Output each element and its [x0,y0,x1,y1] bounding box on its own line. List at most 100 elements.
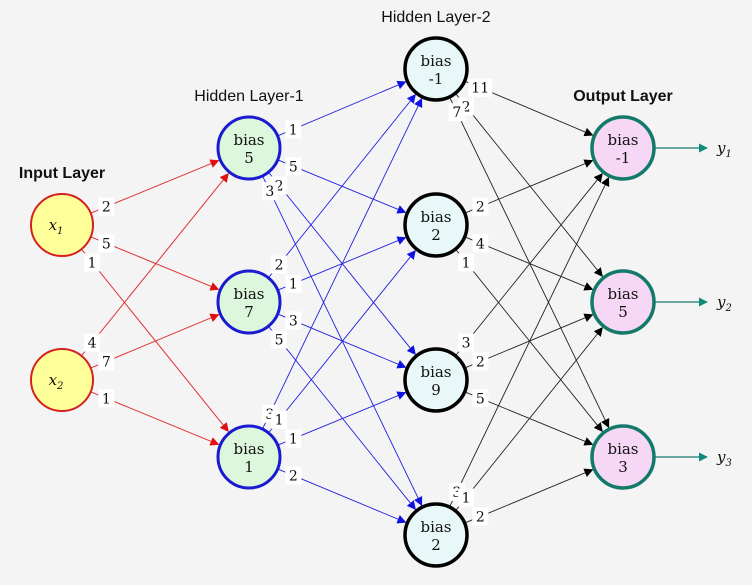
weight-value: 1 [275,413,284,429]
edge-hidden2-1-to-output-2 [455,248,603,433]
neuron-circle [30,193,94,257]
weight-value: 1 [462,255,471,271]
weight-label-bg [271,410,288,429]
weight-value: 2 [289,468,298,484]
weight-value: 3 [462,336,471,352]
weight-value: 4 [88,336,97,352]
weight-value: 3 [265,407,274,423]
weight-label-bg [472,507,489,526]
input-variable: x1 [49,216,64,237]
input-variable-name: x [49,216,58,234]
weight-label: 2 [472,197,489,216]
weight-label: 7 [98,352,115,371]
bias-label: bias [607,131,638,149]
weight-label-bg [98,352,115,371]
neuron-circle [403,36,469,102]
neuron-circle [590,424,656,490]
neuron-circle [403,192,469,258]
bias-label: bias [420,363,451,381]
output-variable-o3: y3 [716,448,732,469]
output-variable-name: y [716,139,726,157]
output-variable-subscript: 2 [724,303,731,314]
weight-value: 2 [462,99,471,115]
weight-label-bg [458,253,475,272]
weight-label-bg [285,157,302,176]
weight-label: 1 [84,253,101,272]
neurons: x1x2bias5bias7bias1bias-1bias2bias9bias2… [30,36,656,568]
weight-value: 1 [88,255,97,271]
weight-label-bg [472,197,489,216]
input-layer-title: Input Layer [19,165,105,182]
edge-hidden2-2-to-output-0 [455,172,603,357]
weight-label-bg [271,255,288,274]
weight-value: 1 [102,391,111,407]
weight-label-bg [98,234,115,253]
weight-label-bg [98,389,115,408]
weight-label-bg [448,103,465,122]
output-variable-name: y [716,448,726,466]
weight-value: 2 [275,178,284,194]
weight-label-bg [458,333,475,352]
weight-value: 2 [275,258,284,274]
output-variable-subscript: 1 [725,149,731,160]
weight-value: 2 [102,200,111,216]
neuron-circle [216,115,282,181]
weight-value: 5 [102,236,111,252]
weight-value: 3 [265,184,274,200]
bias-label: bias [233,440,264,458]
weight-label: 1 [458,488,475,507]
edge-input-0-to-hidden1-2 [81,248,229,433]
weight-label: 7 [448,103,465,122]
weight-label-bg [285,429,302,448]
weight-label: 2 [472,352,489,371]
weight-label: 1 [458,253,475,272]
output-variable-subscript: 3 [725,458,731,469]
weight-value: 7 [102,355,111,371]
output-layer-title: Output Layer [573,88,673,105]
neuron-circle [30,348,94,412]
weight-label: 1 [285,120,302,139]
weight-value: 5 [289,159,298,175]
weight-label: 1 [285,429,302,448]
edge-hidden2-0-to-output-1 [455,92,603,277]
bias-value: 5 [244,149,254,167]
weight-label-bg [285,120,302,139]
bias-label: bias [420,518,451,536]
weight-value: 2 [476,510,485,526]
edge-hidden1-1-to-hidden2-0 [268,94,416,279]
bias-label: bias [607,285,638,303]
weight-label-bg [468,78,493,97]
weight-label: 2 [285,466,302,485]
weight-label: 3 [261,182,278,201]
weight-value: 1 [289,277,298,293]
weight-label-bg [472,389,489,408]
bias-value: 2 [431,226,441,244]
neuron-circle [216,269,282,335]
weight-label: 1 [285,274,302,293]
weight-label: 5 [98,234,115,253]
bias-label: bias [420,52,451,70]
output-variable-o2: y2 [716,293,732,314]
bias-label: bias [233,285,264,303]
edge-hidden2-3-to-output-0 [449,176,610,508]
weight-value: 1 [289,432,298,448]
edge-hidden1-1-to-hidden2-3 [268,325,416,510]
weight-label: 1 [271,410,288,429]
neuron-circle [216,424,282,490]
input-variable: x2 [49,371,64,392]
neuron-x1: x1 [30,193,94,257]
weight-label: 3 [458,333,475,352]
weight-label-bg [472,234,489,253]
bias-value: 2 [431,536,441,554]
hidden-layer-2-title: Hidden Layer-2 [381,9,491,26]
bias-label: bias [233,131,264,149]
edge-hidden1-2-to-hidden2-0 [262,97,423,430]
